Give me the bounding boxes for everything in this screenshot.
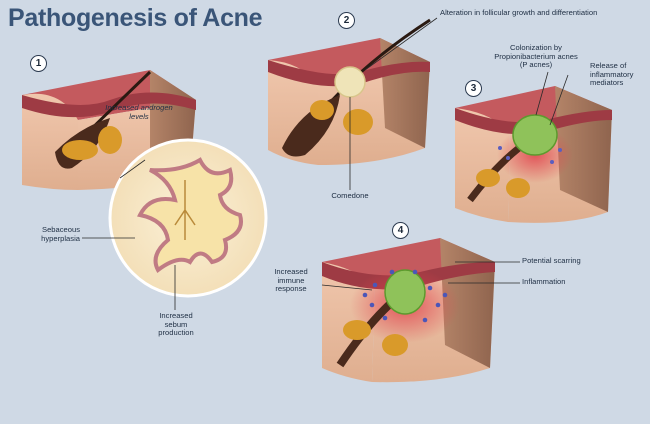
- label-increased-sebum: Increased sebum production: [158, 311, 194, 338]
- skin-block-3: [455, 71, 612, 223]
- skin-block-2: [268, 17, 438, 190]
- label-increased-androgen: Increased androgen levels: [105, 103, 173, 121]
- label-comedone: Comedone: [331, 191, 369, 200]
- inflammatory-cells-icon: [362, 269, 448, 323]
- bacteria-cluster-icon: [512, 114, 558, 156]
- label-sebaceous-hyperplasia: Sebaceous hyperplasia: [41, 225, 80, 243]
- label-colonization: Colonization by Propionibacterium acnes …: [494, 43, 578, 70]
- comedone-plug-icon: [334, 66, 366, 98]
- magnified-gland: [108, 138, 268, 298]
- step-4-badge: 4: [392, 222, 409, 239]
- sebaceous-gland-icon: [62, 140, 98, 160]
- step-1-badge: 1: [30, 55, 47, 72]
- skin-block-4: [321, 238, 520, 383]
- label-inflammation: Inflammation: [522, 277, 566, 286]
- label-potential-scarring: Potential scarring: [522, 256, 581, 265]
- label-increased-immune: Increased immune response: [274, 267, 308, 294]
- step-3-badge: 3: [465, 80, 482, 97]
- step-2-badge: 2: [338, 12, 355, 29]
- page-title: Pathogenesis of Acne: [8, 4, 263, 32]
- label-alteration: Alteration in follicular growth and diff…: [440, 8, 598, 17]
- label-release: Release of inflammatory mediators: [590, 61, 634, 88]
